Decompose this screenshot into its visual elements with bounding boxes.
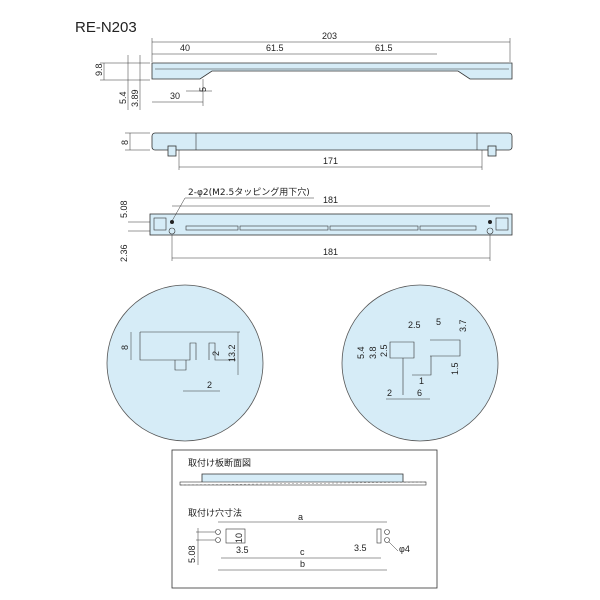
detail-left: 8 2 13.2 2 — [106, 284, 264, 442]
model-title: RE-N203 — [75, 19, 137, 36]
dim-10: 10 — [234, 533, 244, 543]
dim-8: 8 — [120, 140, 130, 145]
mounting-box: 取付け板断面図 取付け穴寸法 a 10 3.5 3.5 φ4 c b 5.08 — [171, 449, 438, 589]
detail-right-dim-1-5: 1.5 — [450, 362, 460, 375]
section-title: 取付け板断面図 — [188, 457, 251, 469]
detail-right-dim-2-5a: 2.5 — [408, 320, 421, 330]
side-view: 8 171 — [120, 132, 513, 170]
detail-right-dim-1: 1 — [419, 376, 424, 386]
dim-5-08: 5.08 — [119, 200, 129, 218]
dim-181-top: 181 — [323, 195, 338, 205]
detail-right-dim-2-5b: 2.5 — [379, 344, 389, 357]
dim-181-bottom: 181 — [323, 247, 338, 257]
hole-note: 2-φ2(M2.5タッピング用下穴) — [188, 186, 310, 198]
dim-3-5-right: 3.5 — [354, 543, 367, 553]
detail-right-dim-5-4: 5.4 — [356, 346, 366, 359]
dim-a: a — [298, 512, 303, 522]
dim-9-8: 9.8 — [94, 63, 104, 76]
dim-overall: 203 — [322, 31, 337, 41]
part-bottom-outline — [149, 213, 513, 236]
dim-171: 171 — [323, 156, 338, 166]
dim-5-08-mount: 5.08 — [187, 545, 197, 563]
dim-61-5-b: 61.5 — [375, 43, 393, 53]
detail-left-dim-2v: 2 — [211, 351, 221, 356]
dim-2-36: 2.36 — [119, 244, 129, 262]
detail-right-dim-3-8: 3.8 — [368, 346, 378, 359]
part-top-outline — [151, 62, 513, 80]
detail-right-dim-6: 6 — [417, 388, 422, 398]
dim-c: c — [300, 547, 305, 557]
dim-3-5-left: 3.5 — [236, 545, 249, 555]
dim-5-4: 5.4 — [118, 91, 128, 104]
dim-30: 30 — [170, 91, 180, 101]
bottom-view: 2-φ2(M2.5タッピング用下穴) 181 181 5.08 2.36 — [119, 186, 513, 262]
dim-5: 5 — [198, 87, 208, 92]
phi-4: φ4 — [399, 544, 410, 554]
dim-40: 40 — [180, 43, 190, 53]
hole-title: 取付け穴寸法 — [188, 507, 242, 519]
detail-left-dim-13-2: 13.2 — [227, 344, 237, 362]
dim-3-89: 3.89 — [130, 89, 140, 107]
detail-left-dim-2h: 2 — [207, 380, 212, 390]
panel-section-part — [201, 473, 404, 482]
detail-right-dim-5: 5 — [436, 317, 441, 327]
detail-right-dim-3-7: 3.7 — [458, 319, 468, 332]
detail-left-dim-8: 8 — [120, 345, 130, 350]
detail-right: 2.5 5 3.7 5.4 3.8 2.5 1.5 1 2 6 — [341, 284, 499, 442]
top-view: 203 40 61.5 61.5 9.8 5.4 3.89 30 5 — [94, 31, 513, 110]
detail-right-dim-2: 2 — [387, 388, 392, 398]
dim-61-5-a: 61.5 — [266, 43, 284, 53]
part-side-outline — [151, 132, 513, 151]
dim-b: b — [300, 559, 305, 569]
